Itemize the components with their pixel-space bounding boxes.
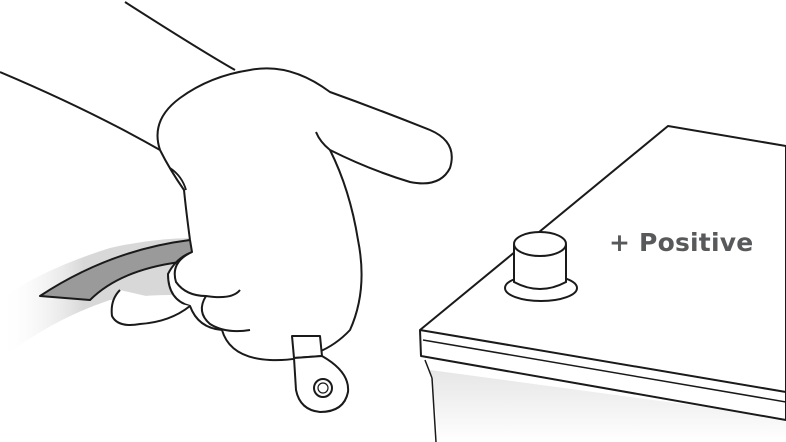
arm-lower-line — [0, 72, 160, 150]
arm-upper-line — [125, 2, 235, 70]
positive-post-icon — [505, 232, 577, 301]
battery-icon — [420, 126, 786, 442]
post-top — [514, 232, 566, 256]
hand-outline — [158, 68, 452, 360]
terminal-hole — [314, 379, 332, 397]
hand-icon — [112, 68, 452, 360]
positive-terminal-label: + Positive — [609, 228, 753, 257]
ring-terminal-icon — [292, 336, 348, 412]
battery-body — [420, 126, 786, 420]
terminal-crimp — [292, 336, 322, 358]
